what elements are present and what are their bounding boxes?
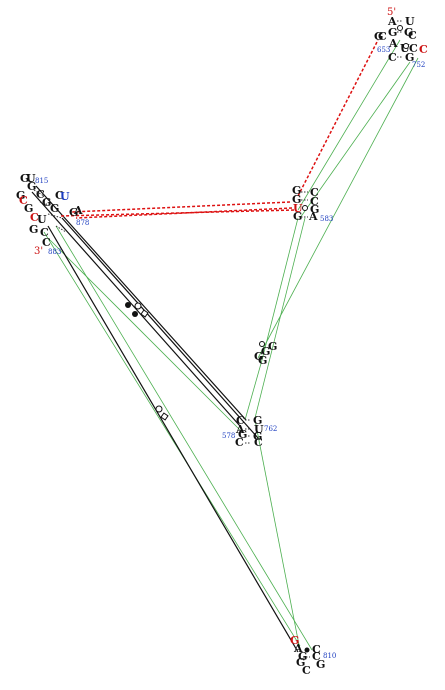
nucleotide: G — [405, 51, 414, 64]
pseudoknot-lines — [59, 39, 379, 219]
nucleotide: G — [254, 350, 263, 363]
five-prime-label: 5' — [387, 7, 396, 18]
nucleotide: G — [298, 650, 307, 663]
nucleotide: A — [235, 423, 245, 436]
nucleotide: G — [42, 196, 51, 209]
nucleotide: G — [374, 30, 383, 43]
nucleotide: U — [60, 190, 70, 203]
nucleotide: G — [20, 172, 29, 185]
nucleotide: G — [24, 202, 33, 215]
index-number: 653 — [377, 46, 390, 54]
nucleotide: C — [312, 650, 321, 663]
nucleotide: C — [55, 189, 64, 202]
nucleotide: G — [268, 340, 277, 353]
nucleotide: C — [254, 436, 263, 449]
nucleotide: G — [310, 203, 319, 216]
index-number: 752 — [412, 61, 425, 69]
helix-center: G G G G — [254, 340, 277, 367]
helix-mid-right: G C G C U G G A 583 — [292, 184, 333, 223]
nucleotide: C — [236, 414, 245, 427]
nucleotide: C — [310, 195, 319, 208]
backbone-lines — [31, 185, 299, 653]
nucleotide: G — [253, 414, 262, 427]
nucleotide: G — [50, 202, 59, 215]
nucleotide: A — [293, 642, 303, 655]
nucleotide: C — [42, 236, 51, 249]
nucleotide: C — [36, 188, 45, 201]
nucleotide: G — [404, 26, 413, 39]
nucleotide: C — [408, 29, 417, 42]
index-number: 815 — [35, 177, 48, 185]
nucleotide: A — [387, 15, 397, 28]
nucleotide: G — [292, 184, 301, 197]
nucleotide: U — [254, 423, 264, 436]
nucleotide: G — [69, 206, 78, 219]
nucleotide: U — [26, 172, 36, 185]
nucleotide: C — [388, 51, 397, 64]
nucleotide: G — [16, 189, 25, 202]
index-number: 878 — [76, 219, 89, 227]
nucleotide: G — [253, 430, 262, 443]
nucleotide: G — [261, 345, 270, 358]
index-number: 583 — [320, 215, 333, 223]
nucleotide: C — [40, 226, 49, 239]
nucleotide: A — [73, 204, 83, 217]
nucleotide: C — [310, 186, 319, 199]
tertiary-interaction-lines — [43, 39, 419, 651]
helix-bottom: G A C G C G C G 810 — [290, 634, 336, 677]
nucleotide: G — [29, 223, 38, 236]
nucleotide: U — [37, 213, 47, 226]
index-number: 883 — [48, 248, 61, 256]
three-prime-label: 3' — [34, 246, 43, 257]
nucleotide: U — [293, 202, 303, 215]
nucleotide: A — [388, 37, 398, 50]
index-number: 578 — [222, 432, 235, 440]
noncanonical-markers — [125, 302, 265, 421]
nucleotide: C — [30, 211, 39, 224]
nucleotide: G — [388, 26, 397, 39]
nucleotide: C — [19, 194, 28, 207]
helix-left: 815 G U G G C C U C G G G A G C U G C C … — [16, 172, 89, 256]
helix-mid-lower: C G A U G G C C 578 762 — [222, 414, 277, 449]
nucleotide: U — [405, 15, 415, 28]
nucleotide: G — [27, 180, 36, 193]
nucleotide: C — [312, 643, 321, 656]
nucleotide: C — [419, 43, 428, 56]
nucleotide: C — [235, 436, 244, 449]
nucleotide: G — [258, 354, 267, 367]
index-number: 762 — [264, 425, 277, 433]
nucleotide: G — [316, 658, 325, 671]
helix-top-right: A U G G C A G C U C C G C 752 653 752 — [374, 15, 428, 69]
nucleotide: C — [302, 664, 311, 677]
nucleotide: A — [308, 210, 318, 223]
nucleotide: G — [290, 634, 299, 647]
nucleotide: C — [378, 30, 387, 43]
nucleotide: G — [293, 210, 302, 223]
nucleotide: G — [296, 656, 305, 669]
nucleotide: G — [238, 428, 247, 441]
index-number: 810 — [323, 652, 336, 660]
nucleotide: C — [409, 42, 418, 55]
nucleotide: G — [292, 193, 301, 206]
